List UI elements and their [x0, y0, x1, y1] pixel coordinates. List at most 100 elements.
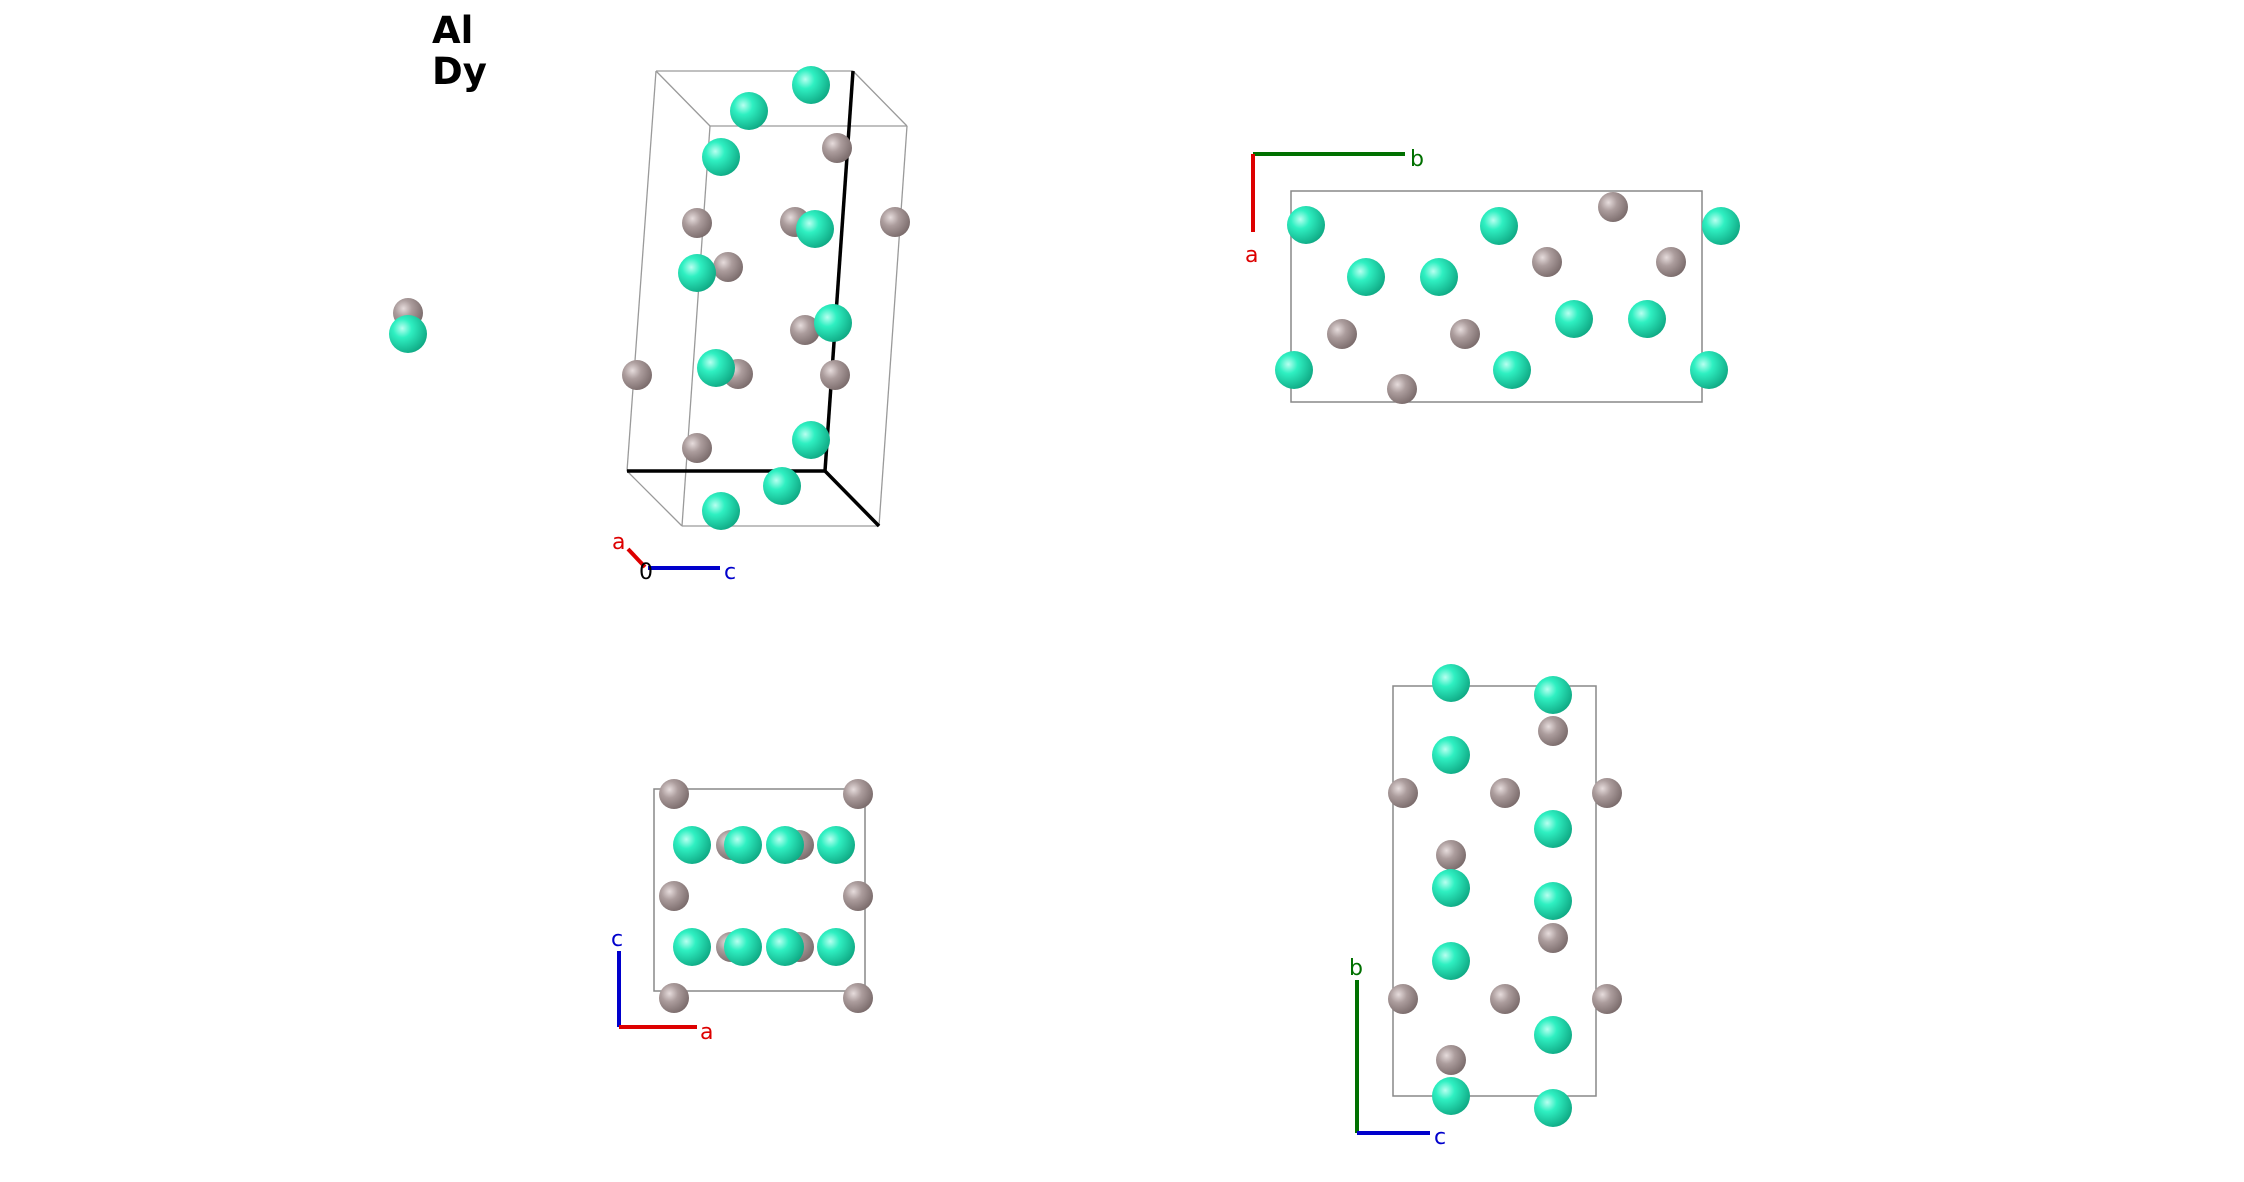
dy-atom [697, 349, 735, 387]
cell-edge [655, 70, 711, 127]
dy-atom [817, 826, 855, 864]
axis-triad: b c [1349, 956, 1446, 1150]
al-atom [1538, 716, 1568, 746]
axis-c-label: c [724, 560, 736, 585]
axis-a-label: a [700, 1020, 713, 1045]
cell-edge [626, 70, 657, 472]
al-atom [822, 133, 852, 163]
dy-atom [1534, 1016, 1572, 1054]
dy-atom [1628, 300, 1666, 338]
al-atom [659, 881, 689, 911]
dy-atom [673, 826, 711, 864]
edge-atoms [389, 298, 427, 353]
al-atom [1388, 778, 1418, 808]
dy-atom [1534, 810, 1572, 848]
axis-a-label: a [612, 530, 625, 555]
al-atom [1436, 840, 1466, 870]
cell-edge-front [823, 469, 881, 528]
al-atom [1538, 923, 1568, 953]
dy-atom [1347, 258, 1385, 296]
dy-atom [1432, 942, 1470, 980]
dy-atom [1534, 882, 1572, 920]
al-atom [790, 315, 820, 345]
al-atom [1436, 1045, 1466, 1075]
al-atom [713, 252, 743, 282]
dy-atom [766, 928, 804, 966]
al-atom [843, 983, 873, 1013]
cell-edge [852, 70, 908, 127]
axis-c-label: c [611, 927, 623, 952]
unit-cell-box [626, 70, 908, 528]
dy-atom [792, 66, 830, 104]
projection-view-along-c: b a [1245, 147, 1740, 404]
dy-atom [817, 928, 855, 966]
dy-atom [766, 826, 804, 864]
dy-atom [730, 92, 768, 130]
projection-view-along-b: c a [611, 779, 873, 1045]
axis-triad: a 0 c [612, 530, 736, 585]
dy-atom [389, 315, 427, 353]
atom-group [659, 779, 873, 1013]
al-atom [1592, 984, 1622, 1014]
axis-triad: b a [1245, 147, 1424, 268]
unit-cell-box [1392, 685, 1597, 1097]
cell-edge-front [823, 70, 855, 472]
dy-atom [1420, 258, 1458, 296]
dy-atom [1690, 351, 1728, 389]
al-atom [659, 779, 689, 809]
dy-atom [1275, 351, 1313, 389]
al-atom [659, 983, 689, 1013]
al-atom [1450, 319, 1480, 349]
dy-atom [814, 304, 852, 342]
al-atom [1490, 778, 1520, 808]
dy-atom [1493, 351, 1531, 389]
dy-atom [1555, 300, 1593, 338]
al-atom [1490, 984, 1520, 1014]
dy-atom [1702, 207, 1740, 245]
dy-atom [1534, 1089, 1572, 1127]
legend-label-dy: Dy [432, 50, 487, 93]
dy-atom [702, 492, 740, 530]
al-atom [1656, 247, 1686, 277]
axis-a-label: a [1245, 243, 1258, 268]
projection-view-along-a: b c [1349, 664, 1622, 1150]
dy-atom [678, 254, 716, 292]
dy-atom [1480, 207, 1518, 245]
cell-edge [878, 125, 908, 527]
axis-triad: c a [611, 927, 713, 1045]
dy-atom [1534, 676, 1572, 714]
axis-a-line [626, 547, 647, 569]
dy-atom [724, 826, 762, 864]
al-atom [843, 881, 873, 911]
origin-label: 0 [639, 560, 653, 585]
al-atom [1598, 192, 1628, 222]
al-atom [682, 433, 712, 463]
dy-atom [1287, 206, 1325, 244]
legend-label-al: Al [432, 9, 473, 52]
al-atom [682, 208, 712, 238]
al-atom [1592, 778, 1622, 808]
al-atom [1532, 247, 1562, 277]
al-atom [843, 779, 873, 809]
axis-b-label: b [1349, 956, 1363, 981]
al-atom [622, 360, 652, 390]
al-atom [820, 360, 850, 390]
dy-atom [702, 138, 740, 176]
dy-atom [1432, 736, 1470, 774]
atom-group [1275, 192, 1740, 404]
atom-group [1388, 664, 1622, 1127]
dy-atom [763, 467, 801, 505]
al-atom [880, 207, 910, 237]
axis-b-label: b [1410, 147, 1424, 172]
dy-atom [724, 928, 762, 966]
dy-atom [796, 210, 834, 248]
atom-group [622, 66, 910, 530]
al-atom [1327, 319, 1357, 349]
cell-edge [626, 470, 683, 527]
unit-cell-box [1290, 190, 1703, 403]
dy-atom [792, 421, 830, 459]
dy-atom [1432, 869, 1470, 907]
dy-atom [1432, 1077, 1470, 1115]
dy-atom [1432, 664, 1470, 702]
